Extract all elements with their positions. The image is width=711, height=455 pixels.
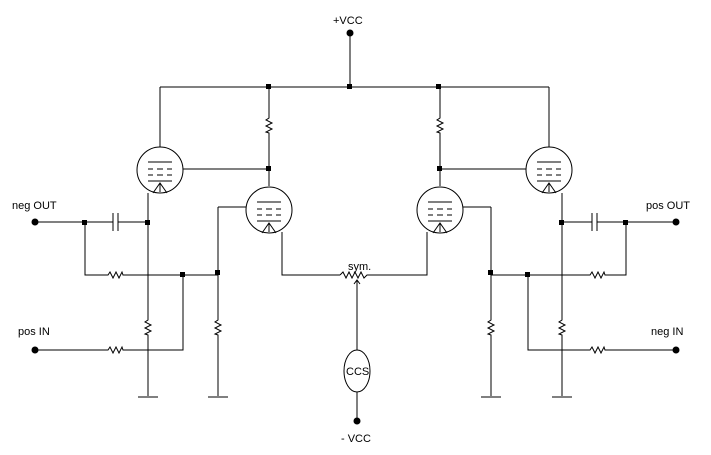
tube-left-inner (215, 186, 340, 276)
pos-out-label: pos OUT (646, 200, 690, 212)
vcc-neg-terminal (353, 417, 361, 425)
left-cathode-network (137, 193, 159, 398)
tube-left-outer (136, 87, 269, 194)
resistor-right-input (527, 275, 676, 354)
resistor-left-anode (265, 87, 273, 186)
neg-out-terminal (31, 218, 39, 226)
resistor-left-feedback (84, 222, 218, 279)
resistor-right-anode (436, 87, 444, 186)
neg-out-label: neg OUT (12, 200, 57, 212)
ccs-label: CCS (346, 366, 369, 378)
supply-rail (160, 33, 549, 89)
symmetry-potentiometer (339, 270, 370, 290)
vcc-pos-terminal (346, 29, 354, 37)
neg-in-terminal (672, 346, 680, 354)
ccs-current-source (343, 349, 371, 421)
resistor-left-input (35, 275, 184, 354)
pos-in-label: pos IN (18, 326, 50, 338)
pos-out-terminal (672, 218, 680, 226)
right-cathode-network (551, 193, 573, 398)
capacitor-left (35, 213, 148, 231)
tube-right-outer (440, 87, 573, 194)
vcc-neg-label: - VCC (341, 433, 371, 445)
resistor-right-feedback (491, 222, 627, 279)
pos-in-terminal (31, 346, 39, 354)
neg-in-label: neg IN (651, 326, 683, 338)
sym-label: sym. (348, 261, 371, 273)
resistor-right-grid (480, 272, 502, 398)
tube-right-inner (370, 186, 493, 276)
resistor-left-grid (207, 272, 229, 398)
vcc-pos-label: +VCC (333, 15, 363, 27)
capacitor-right (562, 213, 676, 231)
